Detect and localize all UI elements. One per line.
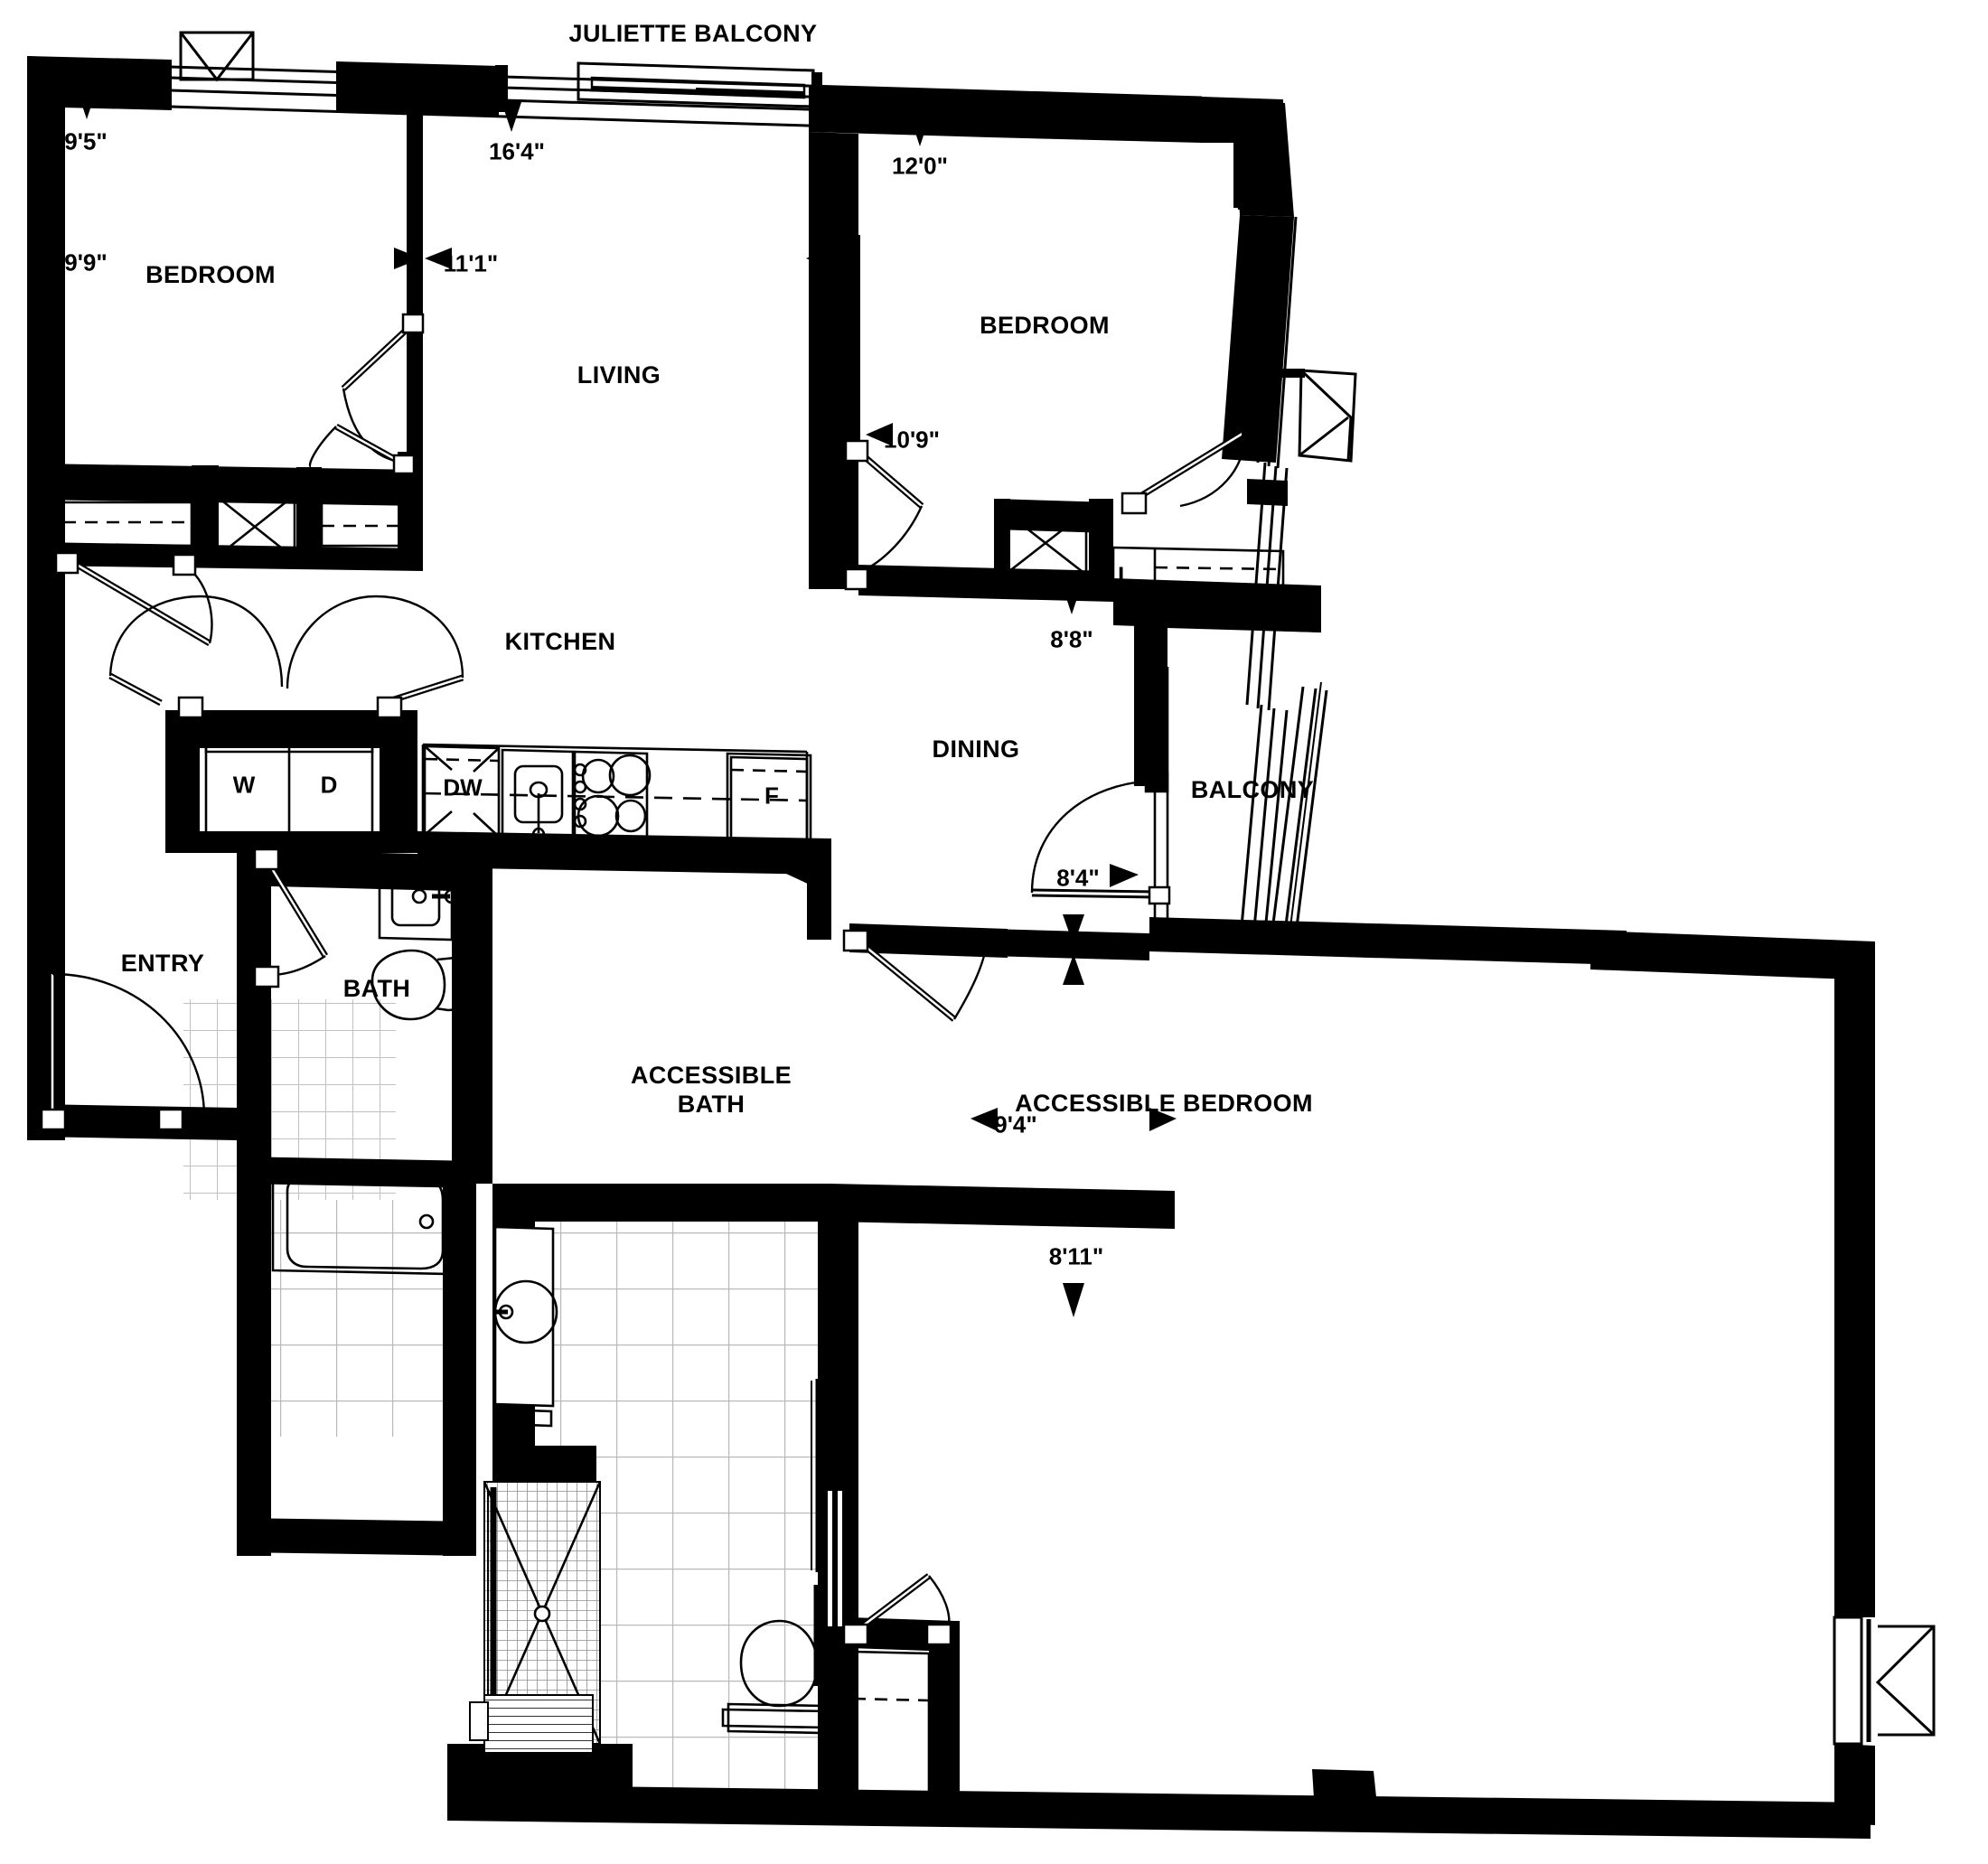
doors bbox=[40, 313, 1247, 1646]
interior-linework bbox=[40, 493, 1285, 1796]
exterior-glazing bbox=[169, 31, 1203, 139]
right-sloped-glazing bbox=[1238, 216, 1357, 951]
balcony-glazing bbox=[1271, 681, 1328, 935]
bedroom-window-right bbox=[1833, 1616, 1936, 1746]
walls bbox=[27, 56, 1875, 1839]
dimension-arrows bbox=[36, 87, 1867, 1317]
